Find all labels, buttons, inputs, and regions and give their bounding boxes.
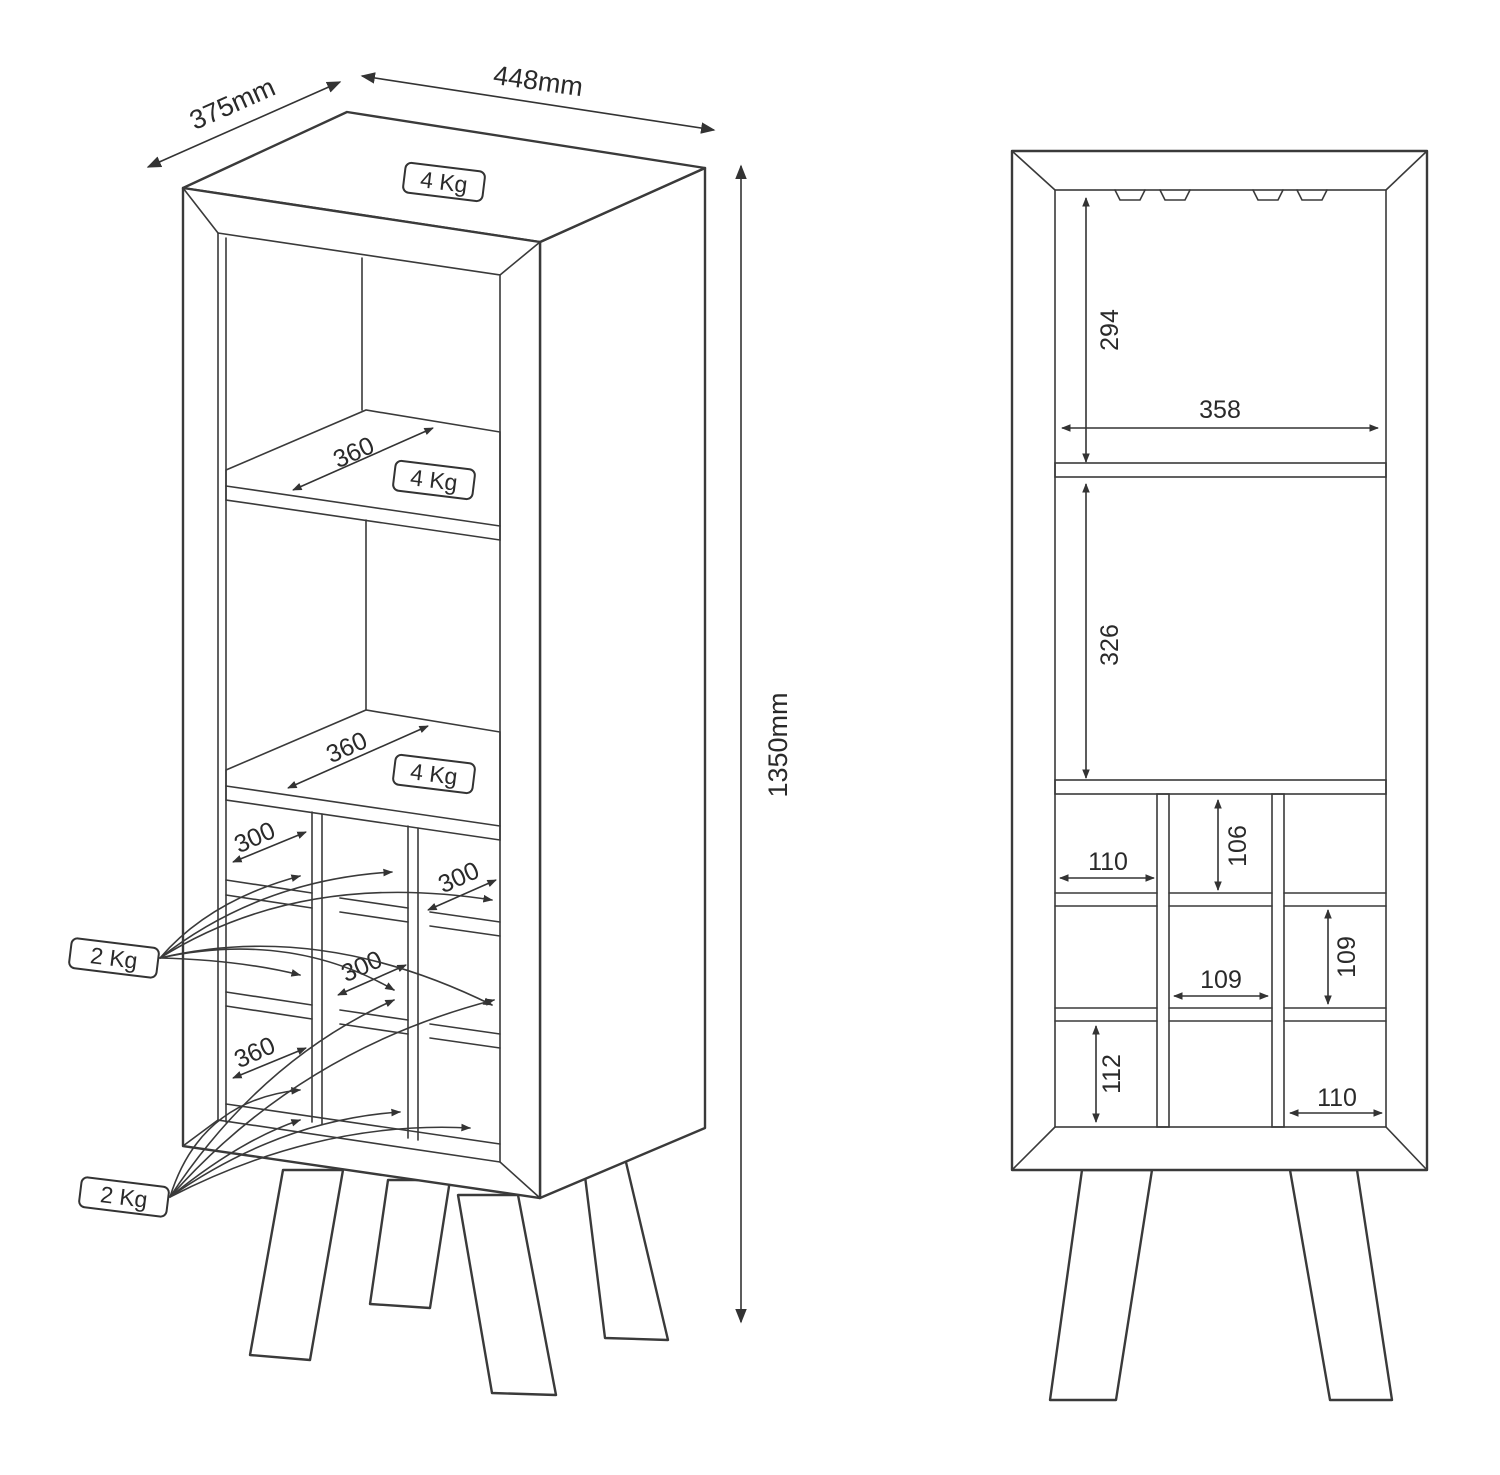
svg-text:4 Kg: 4 Kg <box>419 166 469 198</box>
cell-width-mid: 109 <box>1200 966 1242 994</box>
upper-height-dim: 294 <box>1096 309 1124 351</box>
side-panel <box>538 166 707 1200</box>
leader-lines-lower <box>169 998 495 1198</box>
front-frame-outer <box>1010 149 1429 1172</box>
weight-badge-top: 4 Kg <box>402 161 486 203</box>
leader-lines-upper <box>159 868 493 1006</box>
perspective-legs <box>248 1156 670 1397</box>
svg-text:2 Kg: 2 Kg <box>89 942 139 974</box>
perspective-view: 375mm 448mm 1350mm 360 360 300 300 300 3… <box>68 60 793 1397</box>
width-label: 448mm <box>492 60 585 102</box>
inner-width-dim: 358 <box>1199 396 1241 424</box>
svg-text:4 Kg: 4 Kg <box>409 464 459 496</box>
cell-height-top-mid: 106 <box>1224 825 1252 867</box>
cell-width-bottom-right: 110 <box>1317 1084 1357 1112</box>
middle-height-dim: 326 <box>1096 624 1124 666</box>
weight-badge-shelf-lower: 4 Kg <box>392 753 476 795</box>
weight-badge-shelf-upper: 4 Kg <box>392 459 476 501</box>
front-view: 294 358 326 110 106 109 109 112 110 <box>1010 149 1429 1402</box>
weight-badge-bottles-lower: 2 Kg <box>78 1176 170 1218</box>
svg-text:4 Kg: 4 Kg <box>409 758 459 790</box>
svg-text:2 Kg: 2 Kg <box>99 1181 149 1213</box>
cell-height-mid-right: 109 <box>1333 936 1361 978</box>
weight-badge-bottles-upper: 2 Kg <box>68 937 160 979</box>
front-legs <box>1048 1168 1394 1402</box>
height-label: 1350mm <box>763 692 793 797</box>
cell-width-top-left: 110 <box>1088 848 1128 876</box>
depth-label: 375mm <box>185 72 279 136</box>
cell-height-bottom-left: 112 <box>1098 1054 1126 1094</box>
